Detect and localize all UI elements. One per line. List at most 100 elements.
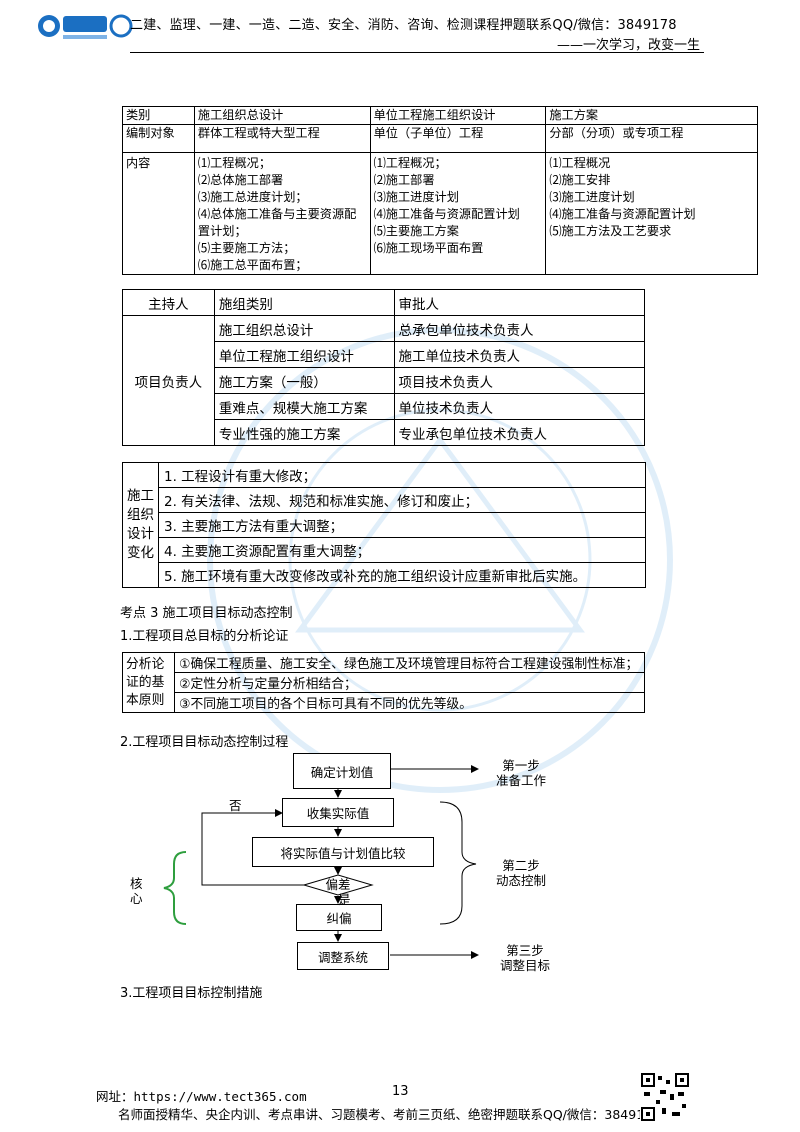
list-item: ⑵总体施工部署 xyxy=(197,173,284,187)
list-item: ⑷施工准备与资源配置计划 xyxy=(549,207,696,221)
deviation-label: 偏差 xyxy=(325,877,351,892)
table-cell: 分部（分项）或专项工程 xyxy=(545,124,758,153)
table-header-row: 主持人 施组类别 审批人 xyxy=(122,289,645,316)
section-title: 考点 3 施工项目目标动态控制 xyxy=(120,606,293,621)
list-item: ⑴工程概况； xyxy=(373,156,447,170)
org-design-comparison-table: 类别 施工组织总设计 单位工程施工组织设计 施工方案 编制对象 群体工程或特大型… xyxy=(122,106,758,275)
table-header-cell: 单位工程施工组织设计 xyxy=(369,106,547,125)
table-header-cell: 施工组织总设计 xyxy=(193,106,371,125)
list-item: ⑷施工准备与资源配置计划 xyxy=(373,207,520,221)
design-change-table: 施工组织设计变化 1. 工程设计有重大修改； 2. 有关法律、法规、规范和标准实… xyxy=(122,462,647,588)
table-cell: 单位工程施工组织设计 xyxy=(213,341,395,368)
table-row: 施工组织设计变化 1. 工程设计有重大修改； xyxy=(122,462,647,588)
list-item: ⑶施工总进度计划； xyxy=(197,190,308,204)
table-row: 3. 主要施工方法有重大调整； xyxy=(123,512,647,538)
table-row: 5. 施工环境有重大改变修改或补充的施工组织设计应重新审批后实施。 xyxy=(123,562,647,588)
table-cell: 重难点、规模大施工方案 xyxy=(213,393,395,420)
list-item: ⑸主要施工方法； xyxy=(197,241,296,255)
table-header-cell: 主持人 xyxy=(122,289,215,316)
table-cell: 3. 主要施工方法有重大调整； xyxy=(157,512,647,538)
header-text: 二建、监理、一建、一造、二造、安全、消防、咨询、检测课程押题联系QQ/微信：38… xyxy=(130,18,677,33)
principles-label: 分析论证的基本原则 xyxy=(126,656,165,708)
table-row: 内容 ⑴工程概况； ⑵总体施工部署 ⑶施工总进度计划； ⑷总体施工准备与主要资源… xyxy=(122,152,758,275)
list-item: ⑷总体施工准备与主要资源配置计划； xyxy=(197,207,357,238)
principles-label-cell: 分析论证的基本原则 xyxy=(122,652,175,713)
step1-label: 第一步 准备工作 xyxy=(496,758,547,788)
table-cell: 群体工程或特大型工程 xyxy=(193,124,371,153)
table-cell: 2. 有关法律、法规、规范和标准实施、修订和废止； xyxy=(157,487,647,513)
table-cell: 项目技术负责人 xyxy=(393,367,645,394)
table-cell: 4. 主要施工资源配置有重大调整； xyxy=(157,537,647,563)
table-cell: 单位技术负责人 xyxy=(393,393,645,420)
change-label-cell: 施工组织设计变化 xyxy=(122,462,159,588)
list-item: ⑴工程概况 xyxy=(549,156,611,170)
header-slogan: ——一次学习，改变一生 xyxy=(556,38,700,53)
host-cell: 项目负责人 xyxy=(122,315,215,446)
table-cell: 专业承包单位技术负责人 xyxy=(393,419,645,446)
core-label: 核 心 xyxy=(130,876,143,906)
table-cell: 施工组织总设计 xyxy=(213,315,395,342)
list-item: ⑸施工方法及工艺要求 xyxy=(549,224,672,238)
table-row: ②定性分析与定量分析相结合； xyxy=(123,672,646,693)
table-cell: ②定性分析与定量分析相结合； xyxy=(173,672,646,693)
table-cell: 内容 xyxy=(122,152,195,275)
table-row: 施工方案（一般） 项目技术负责人 xyxy=(123,367,645,394)
approval-table: 主持人 施组类别 审批人 项目负责人 施工组织总设计 总承包单位技术负责人 单位… xyxy=(122,289,645,446)
adjust-system-box: 调整系统 xyxy=(297,942,389,970)
header-divider xyxy=(130,52,704,53)
content-list-cell: ⑴工程概况 ⑵施工安排 ⑶施工进度计划 ⑷施工准备与资源配置计划 ⑸施工方法及工… xyxy=(545,152,758,275)
list-item: ⑸主要施工方案 xyxy=(373,224,459,238)
correction-box: 纠偏 xyxy=(296,904,382,931)
table-row: 4. 主要施工资源配置有重大调整； xyxy=(123,537,647,563)
plan-value-box: 确定计划值 xyxy=(293,753,391,789)
table-cell: 单位（子单位）工程 xyxy=(369,124,547,153)
table-cell: 施工单位技术负责人 xyxy=(393,341,645,368)
content-list-cell: ⑴工程概况； ⑵施工部署 ⑶施工进度计划 ⑷施工准备与资源配置计划 ⑸主要施工方… xyxy=(369,152,547,275)
collect-actual-box: 收集实际值 xyxy=(282,798,394,827)
table-cell: 总承包单位技术负责人 xyxy=(393,315,645,342)
step2-label: 第二步 动态控制 xyxy=(496,858,547,888)
table-cell: ①确保工程质量、施工安全、绿色施工及环境管理目标符合工程建设强制性标准； xyxy=(173,652,646,673)
list-item: ⑵施工部署 xyxy=(373,173,435,187)
table-row: 编制对象 群体工程或特大型工程 单位（子单位）工程 分部（分项）或专项工程 xyxy=(122,124,758,153)
subsection-title-1: 1.工程项目总目标的分析论证 xyxy=(120,629,289,644)
table-cell: 5. 施工环境有重大改变修改或补充的施工组织设计应重新审批后实施。 xyxy=(157,562,647,588)
company-logo xyxy=(38,14,133,39)
table-row: 分析论证的基本原则 ①确保工程质量、施工安全、绿色施工及环境管理目标符合工程建设… xyxy=(122,652,646,713)
compare-box: 将实际值与计划值比较 xyxy=(252,837,434,867)
subsection-title-2: 2.工程项目目标动态控制过程 xyxy=(120,735,289,750)
table-cell: 专业性强的施工方案 xyxy=(213,419,395,446)
content-list-cell: ⑴工程概况； ⑵总体施工部署 ⑶施工总进度计划； ⑷总体施工准备与主要资源配置计… xyxy=(193,152,371,275)
list-item: ⑴工程概况； xyxy=(197,156,272,170)
qr-code-icon xyxy=(640,1072,690,1122)
table-header-cell: 施工方案 xyxy=(545,106,758,125)
list-item: ⑵施工安排 xyxy=(549,173,611,187)
deviation-diamond xyxy=(302,874,374,896)
list-item: ⑶施工进度计划 xyxy=(373,190,459,204)
table-row: 单位工程施工组织设计 施工单位技术负责人 xyxy=(123,341,645,368)
table-row: 专业性强的施工方案 专业承包单位技术负责人 xyxy=(123,419,645,446)
yes-label: 是 xyxy=(338,892,351,907)
principles-table: 分析论证的基本原则 ①确保工程质量、施工安全、绿色施工及环境管理目标符合工程建设… xyxy=(122,652,646,713)
change-label: 施工组织设计变化 xyxy=(126,488,154,561)
table-header-cell: 类别 xyxy=(122,106,195,125)
page-number: 13 xyxy=(392,1084,409,1099)
table-header-row: 类别 施工组织总设计 单位工程施工组织设计 施工方案 xyxy=(122,106,758,125)
table-row: 项目负责人 施工组织总设计 总承包单位技术负责人 xyxy=(122,315,645,446)
table-row: 2. 有关法律、法规、规范和标准实施、修订和废止； xyxy=(123,487,647,513)
table-cell: 施工方案（一般） xyxy=(213,367,395,394)
footer-contact: 名师面授精华、央企内训、考点串讲、习题模考、考前三页纸、绝密押题联系QQ/微信：… xyxy=(118,1107,661,1122)
table-cell: 编制对象 xyxy=(122,124,195,153)
step3-label: 第三步 调整目标 xyxy=(500,943,551,973)
table-row: ③不同施工项目的各个目标可具有不同的优先等级。 xyxy=(123,692,646,713)
subsection-title-3: 3.工程项目目标控制措施 xyxy=(120,986,263,1001)
table-cell: 1. 工程设计有重大修改； xyxy=(157,462,647,488)
list-item: ⑹施工总平面布置； xyxy=(197,258,308,272)
no-label: 否 xyxy=(229,798,242,813)
table-header-cell: 审批人 xyxy=(393,289,645,316)
list-item: ⑶施工进度计划 xyxy=(549,190,635,204)
list-item: ⑹施工现场平面布置 xyxy=(373,241,484,255)
table-header-cell: 施组类别 xyxy=(213,289,395,316)
table-cell: ③不同施工项目的各个目标可具有不同的优先等级。 xyxy=(173,692,646,713)
footer-url[interactable]: 网址：https://www.tect365.com xyxy=(96,1089,307,1104)
